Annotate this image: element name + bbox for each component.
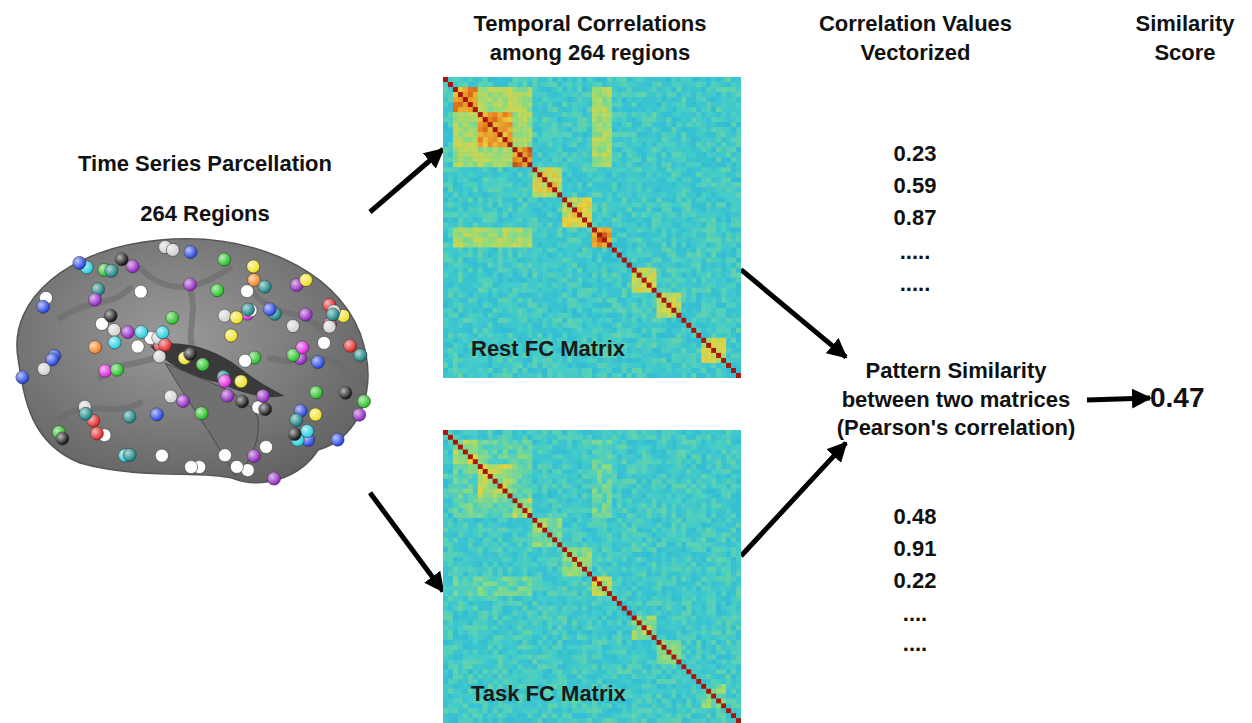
- vector-value: ....: [860, 600, 970, 629]
- vector-value: .....: [860, 270, 970, 299]
- similarity-score: 0.47: [1150, 380, 1245, 416]
- vector-value: 0.48: [860, 503, 970, 532]
- brain-surface: [0, 228, 385, 503]
- column-header: Similarity Score: [1125, 10, 1245, 67]
- node-text: 264 Regions: [65, 200, 345, 229]
- vector-value: 0.23: [860, 140, 970, 169]
- flow-arrow: [370, 493, 443, 591]
- rest-matrix: Rest FC Matrix: [443, 77, 741, 378]
- brain-parcellation: Time Series Parcellation 264 Regions: [5, 140, 370, 500]
- similarity-step: Pattern Similarity between two matrices …: [825, 357, 1087, 443]
- flow-arrow: [741, 270, 846, 357]
- vector-value: ....: [860, 630, 970, 659]
- flow-arrow: [741, 443, 846, 556]
- vector-value: 0.22: [860, 567, 970, 596]
- flow-arrow: [1087, 398, 1150, 400]
- column-header: Correlation Values Vectorized: [808, 10, 1023, 67]
- node-text: Task FC Matrix: [471, 680, 626, 709]
- node-text: 0.47: [1150, 380, 1245, 416]
- vector-value: 0.59: [860, 172, 970, 201]
- task-matrix: Task FC Matrix: [443, 430, 741, 723]
- fc-matrix-heatmap: [443, 430, 741, 723]
- vector-value: .....: [860, 238, 970, 267]
- vector-value: 0.87: [860, 204, 970, 233]
- fc-matrix-heatmap: [443, 77, 741, 378]
- node-text: Time Series Parcellation: [65, 150, 345, 179]
- vector-value: 0.91: [860, 535, 970, 564]
- node-text: Rest FC Matrix: [471, 335, 625, 364]
- flow-arrow: [370, 149, 443, 212]
- column-header: Temporal Correlations among 264 regions: [460, 10, 720, 67]
- node-text: Pattern Similarity between two matrices …: [825, 357, 1087, 443]
